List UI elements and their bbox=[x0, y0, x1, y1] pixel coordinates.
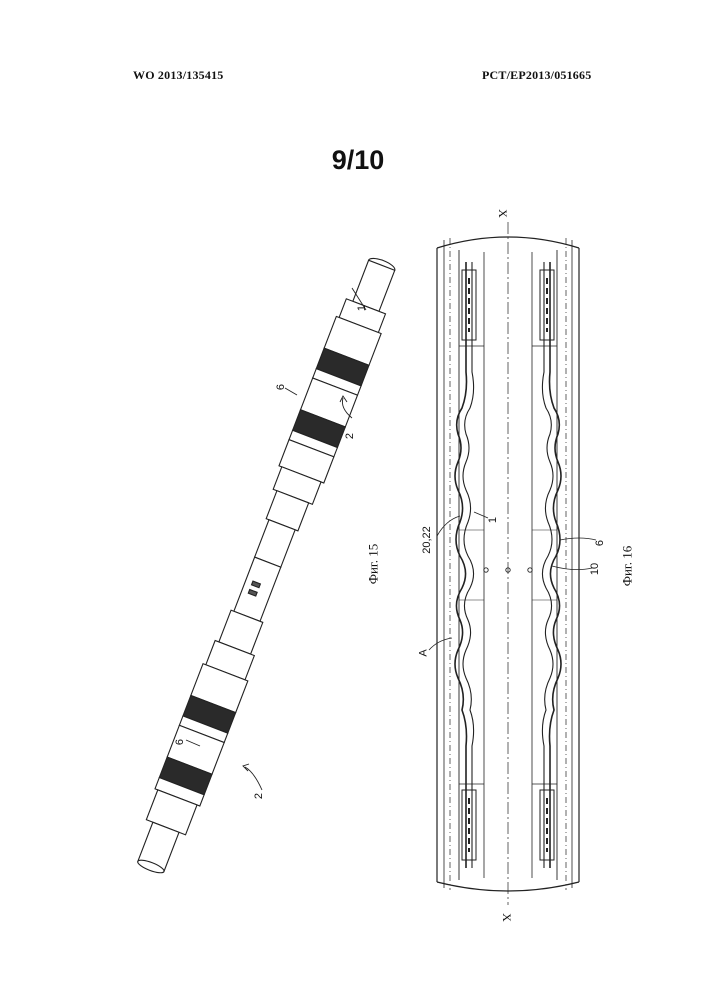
ref-label-A: A bbox=[418, 649, 430, 656]
ref-label-10: 10 bbox=[589, 563, 601, 575]
axis-label-x-bottom: X bbox=[499, 913, 514, 922]
ref-label-20-22: 20,22 bbox=[421, 526, 433, 554]
port-right bbox=[528, 568, 532, 572]
left-sleeve-profile bbox=[455, 262, 467, 868]
ref-label-1-fig16: 1 bbox=[487, 517, 499, 523]
ref-label-6-fig16: 6 bbox=[594, 540, 606, 546]
port-left bbox=[484, 568, 488, 572]
figure-16-caption: Фиг. 16 bbox=[619, 546, 635, 587]
axis-label-x-top: X bbox=[495, 209, 510, 218]
right-sleeve-profile bbox=[550, 262, 562, 868]
